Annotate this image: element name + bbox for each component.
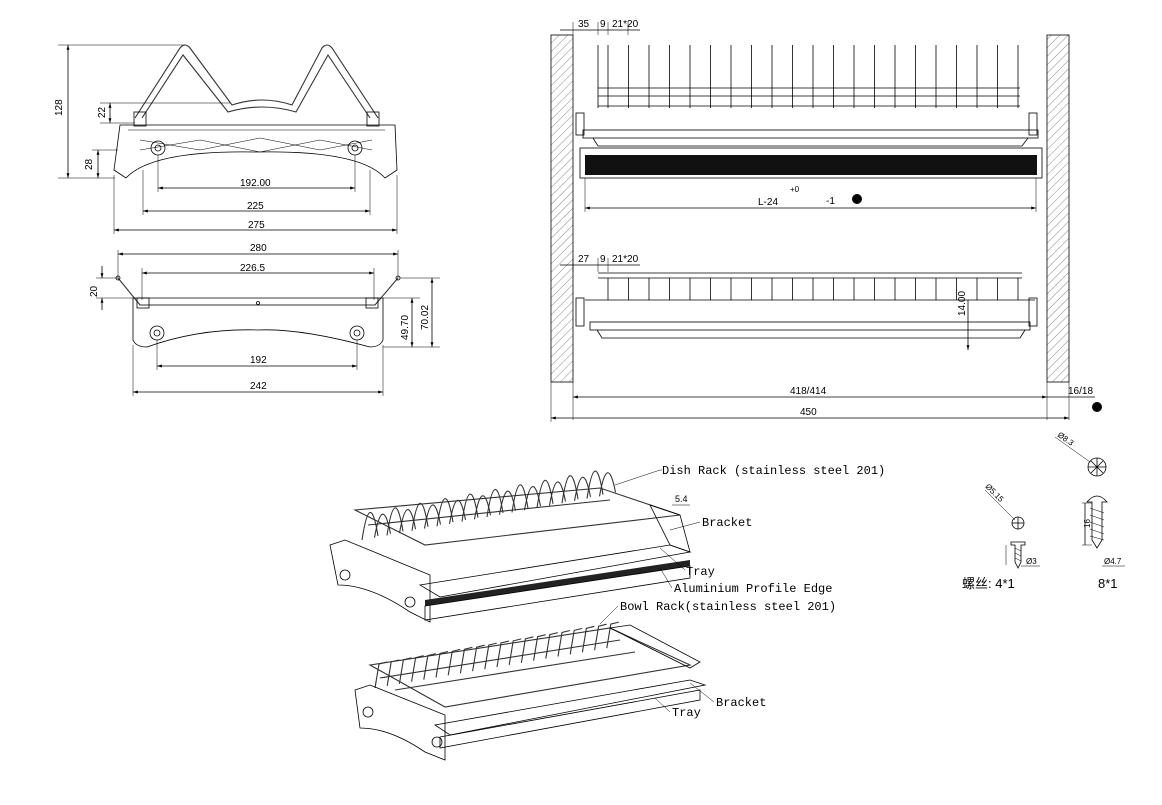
large-screw-label: 8*1	[1098, 576, 1118, 591]
dim-length-formula: L-24	[758, 197, 778, 208]
large-screw-shank-dia: Ø4.7	[1104, 557, 1122, 566]
bowl-tine	[557, 629, 571, 657]
side-gap-dot	[1092, 402, 1102, 412]
dish-tine	[598, 472, 617, 497]
callout-bowl-rack: Bowl Rack(stainless steel 201)	[620, 600, 836, 614]
dish-tine	[398, 509, 417, 534]
callout-tray-top: Tray	[686, 565, 715, 579]
cabinet-wall-left	[550, 34, 574, 383]
callout-bracket-top: Bracket	[702, 516, 752, 530]
dim-height-70: 70.02	[420, 305, 431, 330]
upper-bracket-3d	[329, 539, 431, 623]
bowl-tine	[520, 636, 534, 663]
upper-tray	[582, 129, 1039, 139]
side-view: 35 9 21*20 L-24 +0 -1 27 9 21*20	[550, 19, 1102, 422]
mount-hole-br	[349, 325, 365, 341]
dim-lower-gap-9: 9	[600, 254, 606, 265]
dim-inner-width-192: 192.00	[240, 178, 271, 189]
small-screw-head-dia: Ø5.15	[984, 482, 1006, 504]
bowl-tine	[594, 623, 607, 651]
dish-tine	[423, 504, 442, 529]
callout-dish-rack: Dish Rack (stainless steel 201)	[662, 464, 885, 478]
bowl-tine	[398, 657, 412, 684]
callout-tray-bottom: Tray	[672, 706, 701, 720]
front-view-bottom: 280 226.5 20 49.70 70.02	[89, 243, 440, 396]
bowl-rack-wire	[117, 277, 399, 306]
dim-upper-pitch: 21*20	[612, 19, 639, 30]
dim-tolerance-minus: -1	[826, 196, 835, 207]
large-screw-length: 16	[1083, 519, 1092, 528]
dim-inner-length: 418/414	[790, 386, 827, 397]
bracket-body-top	[113, 124, 398, 179]
lower-tray	[589, 321, 1031, 331]
large-screw-head-dia: Ø8.3	[1056, 430, 1076, 448]
small-screw-icon	[1010, 541, 1026, 569]
dim-side-gap: 16/18	[1068, 386, 1093, 397]
upper-rack-rods	[597, 45, 1019, 108]
callout-tab-size: 5.4	[675, 494, 688, 504]
dim-top-width-280: 280	[250, 243, 267, 254]
dim-inner-width-226: 226.5	[240, 263, 265, 274]
lower-rack-rods	[607, 278, 1019, 300]
dish-tine	[498, 490, 517, 515]
bowl-tine	[606, 621, 619, 649]
bowl-tine	[533, 634, 546, 661]
front-view-top: 128 22 28 192.00 225 275	[54, 44, 398, 234]
aluminium-profile	[585, 155, 1037, 175]
dim-tray-drop: 14.00	[957, 291, 968, 316]
mount-hole-bl	[149, 325, 165, 341]
bowl-tine	[386, 659, 400, 686]
bracket-body-bottom	[132, 297, 384, 348]
small-screw-label: 螺丝: 4*1	[962, 576, 1015, 591]
dim-total-length: 450	[800, 407, 817, 418]
dim-upper-offset-35: 35	[578, 19, 590, 30]
bowl-tine	[423, 653, 436, 680]
bowl-tine	[545, 632, 558, 659]
dim-height-49: 49.70	[400, 315, 411, 340]
dim-upper-gap-22: 22	[97, 106, 108, 118]
dish-rack-wire-inner	[141, 53, 371, 119]
screw-details: Ø5.15 Ø3 螺丝: 4*1 Ø8.3 16 Ø4.7 8*1	[962, 430, 1125, 591]
dim-tolerance-plus: +0	[790, 185, 800, 194]
dim-rise-20: 20	[89, 285, 100, 297]
lower-bracket-3d	[354, 684, 446, 761]
bowl-tine	[374, 661, 388, 689]
callout-profile-edge: Aluminium Profile Edge	[674, 582, 832, 596]
assembly-view: Dish Rack (stainless steel 201) 5.4 Brac…	[329, 464, 885, 761]
bowl-tine	[569, 627, 583, 655]
large-screw-icon	[1086, 495, 1108, 549]
dish-tine	[561, 475, 579, 504]
dish-tine	[473, 495, 492, 520]
dish-tine	[573, 476, 592, 501]
dim-upper-gap-9: 9	[600, 19, 606, 30]
dish-tine	[536, 479, 554, 508]
tolerance-dot	[852, 194, 862, 204]
dim-lower-gap-28: 28	[84, 158, 95, 170]
dish-tine	[411, 502, 429, 531]
bowl-tine	[411, 655, 424, 682]
bowl-tine	[581, 625, 595, 653]
small-screw-shank-dia: Ø3	[1026, 557, 1037, 566]
dish-tine	[461, 493, 479, 522]
callout-bracket-bottom: Bracket	[716, 696, 766, 710]
dish-tine	[548, 481, 567, 506]
dim-base-outer-242: 242	[250, 381, 267, 392]
dish-tine	[586, 470, 604, 499]
dim-lower-pitch: 21*20	[612, 254, 639, 265]
dim-base-inner-192: 192	[250, 355, 267, 366]
dish-tine	[523, 486, 542, 511]
dim-mid-width-225: 225	[247, 201, 264, 212]
dish-rack-tines	[361, 470, 617, 541]
dish-tine	[373, 513, 392, 538]
bowl-tine	[435, 650, 449, 678]
dim-outer-width-275: 275	[248, 220, 265, 231]
cabinet-wall-right	[1046, 34, 1070, 383]
dim-height-128: 128	[54, 99, 65, 116]
bowl-tine	[447, 648, 461, 676]
dim-lower-offset-27: 27	[578, 254, 590, 265]
dish-tine	[361, 512, 379, 541]
